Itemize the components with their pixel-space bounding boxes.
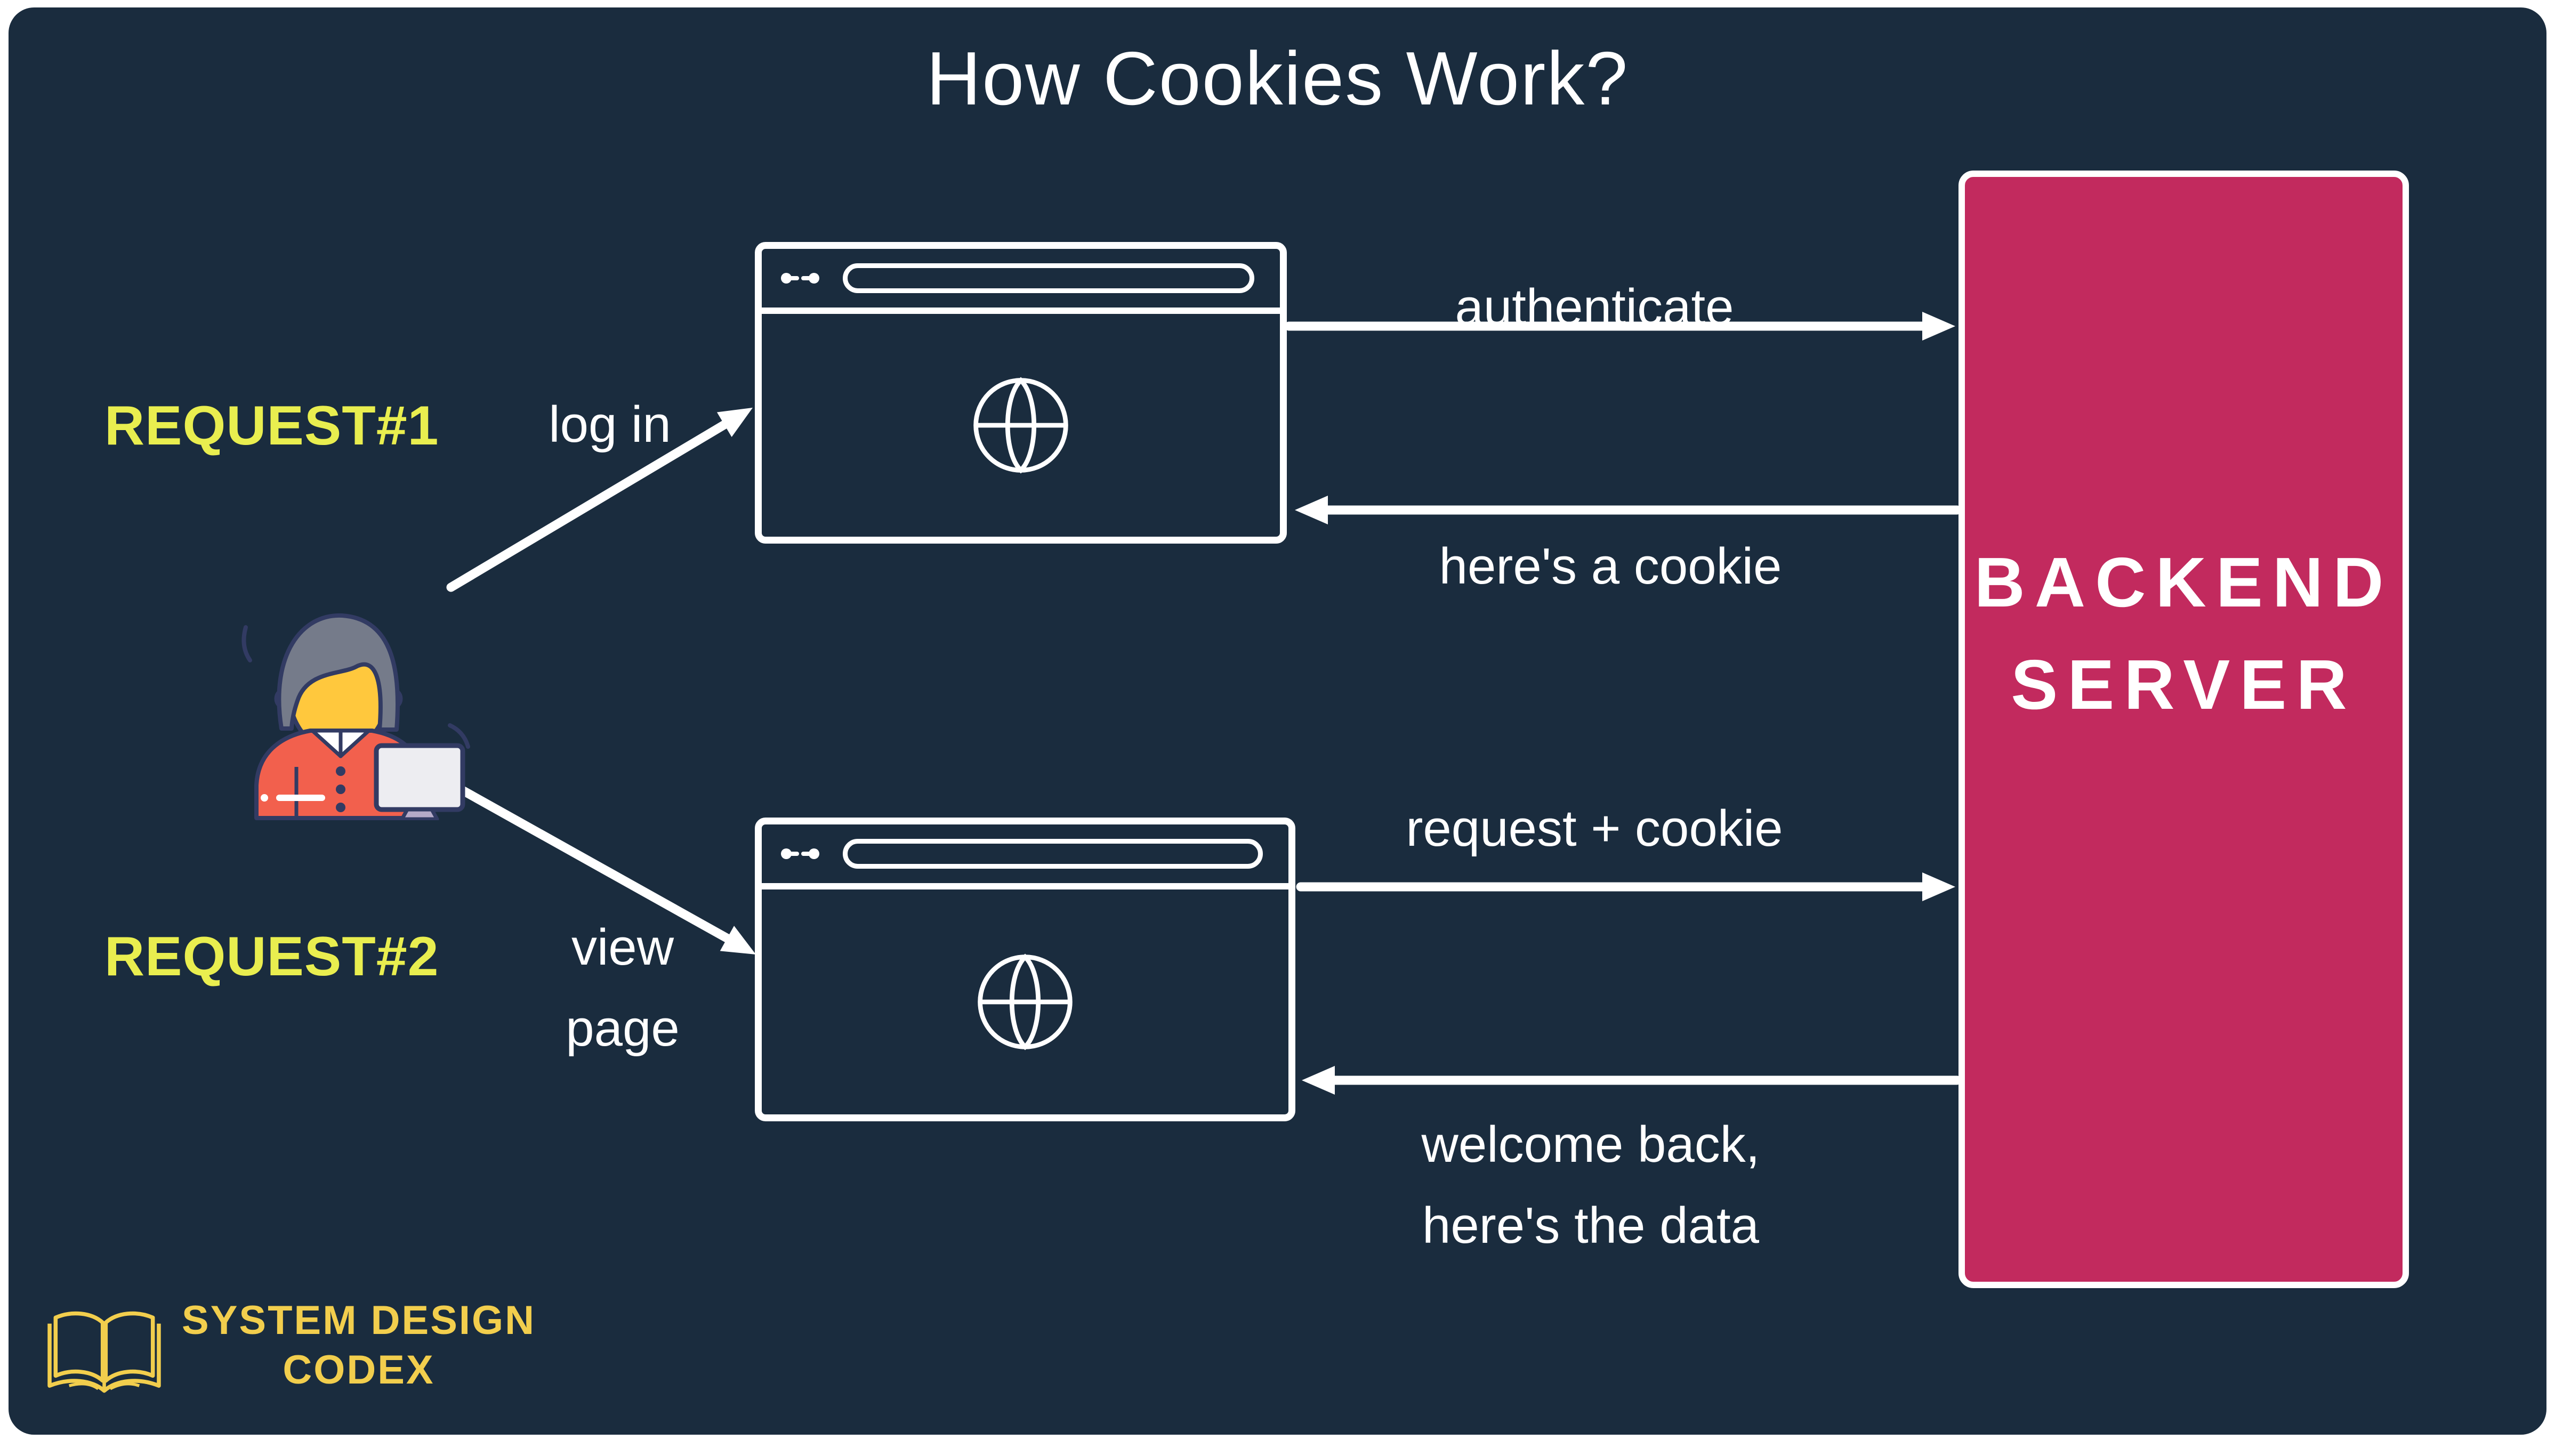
heres-cookie-label: here's a cookie (1439, 538, 1782, 595)
login-label: log in (549, 396, 671, 453)
backend-server-box: BACKEND SERVER (1958, 171, 2409, 1288)
logo-text: SYSTEM DESIGN CODEX (182, 1296, 536, 1395)
request-cookie-label: request + cookie (1406, 800, 1783, 857)
arrow-heres-cookie (1295, 496, 1962, 524)
globe-icon (973, 377, 1068, 474)
address-bar (843, 263, 1254, 293)
authenticate-label: authenticate (1455, 279, 1734, 336)
shirt-stripe (276, 795, 325, 801)
monitor (374, 743, 465, 812)
nav-buttons-icon (781, 848, 819, 859)
book-icon (47, 1311, 161, 1393)
hair (277, 613, 400, 732)
user-icon (241, 613, 470, 820)
backend-server-line2: SERVER (2011, 645, 2357, 724)
button (336, 803, 345, 812)
request1-label: REQUEST#1 (104, 395, 439, 457)
monitor-stand (400, 807, 439, 820)
welcome-line1: welcome back, (1421, 1116, 1760, 1173)
logo-line2: CODEX (283, 1347, 435, 1393)
view-page-line2: page (566, 999, 680, 1057)
decorative-dash (241, 625, 252, 662)
decorative-arc (448, 723, 470, 749)
request2-label: REQUEST#2 (104, 926, 439, 988)
diagram-canvas: How Cookies Work? REQUEST#1 REQUEST#2 lo… (9, 7, 2546, 1435)
view-page-line1: view (571, 919, 674, 976)
diagram-title: How Cookies Work? (926, 36, 1629, 121)
browser2-toolbar (762, 824, 1288, 889)
browser-window-1 (755, 242, 1287, 544)
view-page-label: view page (566, 907, 680, 1069)
backend-server-line1: BACKEND (1974, 543, 2393, 622)
welcome-label: welcome back, here's the data (1422, 1104, 1760, 1266)
arrow-request-cookie (1296, 872, 1955, 901)
browser-window-2 (755, 818, 1295, 1121)
browser2-content (762, 889, 1288, 1114)
nav-buttons-icon (781, 273, 819, 284)
address-bar (843, 839, 1263, 869)
logo-line1: SYSTEM DESIGN (182, 1297, 536, 1343)
button (336, 784, 345, 794)
logo: SYSTEM DESIGN CODEX (42, 1291, 536, 1400)
globe-icon (978, 953, 1073, 1050)
button (336, 766, 345, 776)
shirt-dot (261, 794, 268, 802)
welcome-line2: here's the data (1422, 1196, 1760, 1254)
browser1-content (762, 314, 1280, 537)
browser1-toolbar (762, 249, 1280, 314)
collar-right (338, 729, 371, 758)
arrow-welcome-back (1302, 1066, 1962, 1095)
